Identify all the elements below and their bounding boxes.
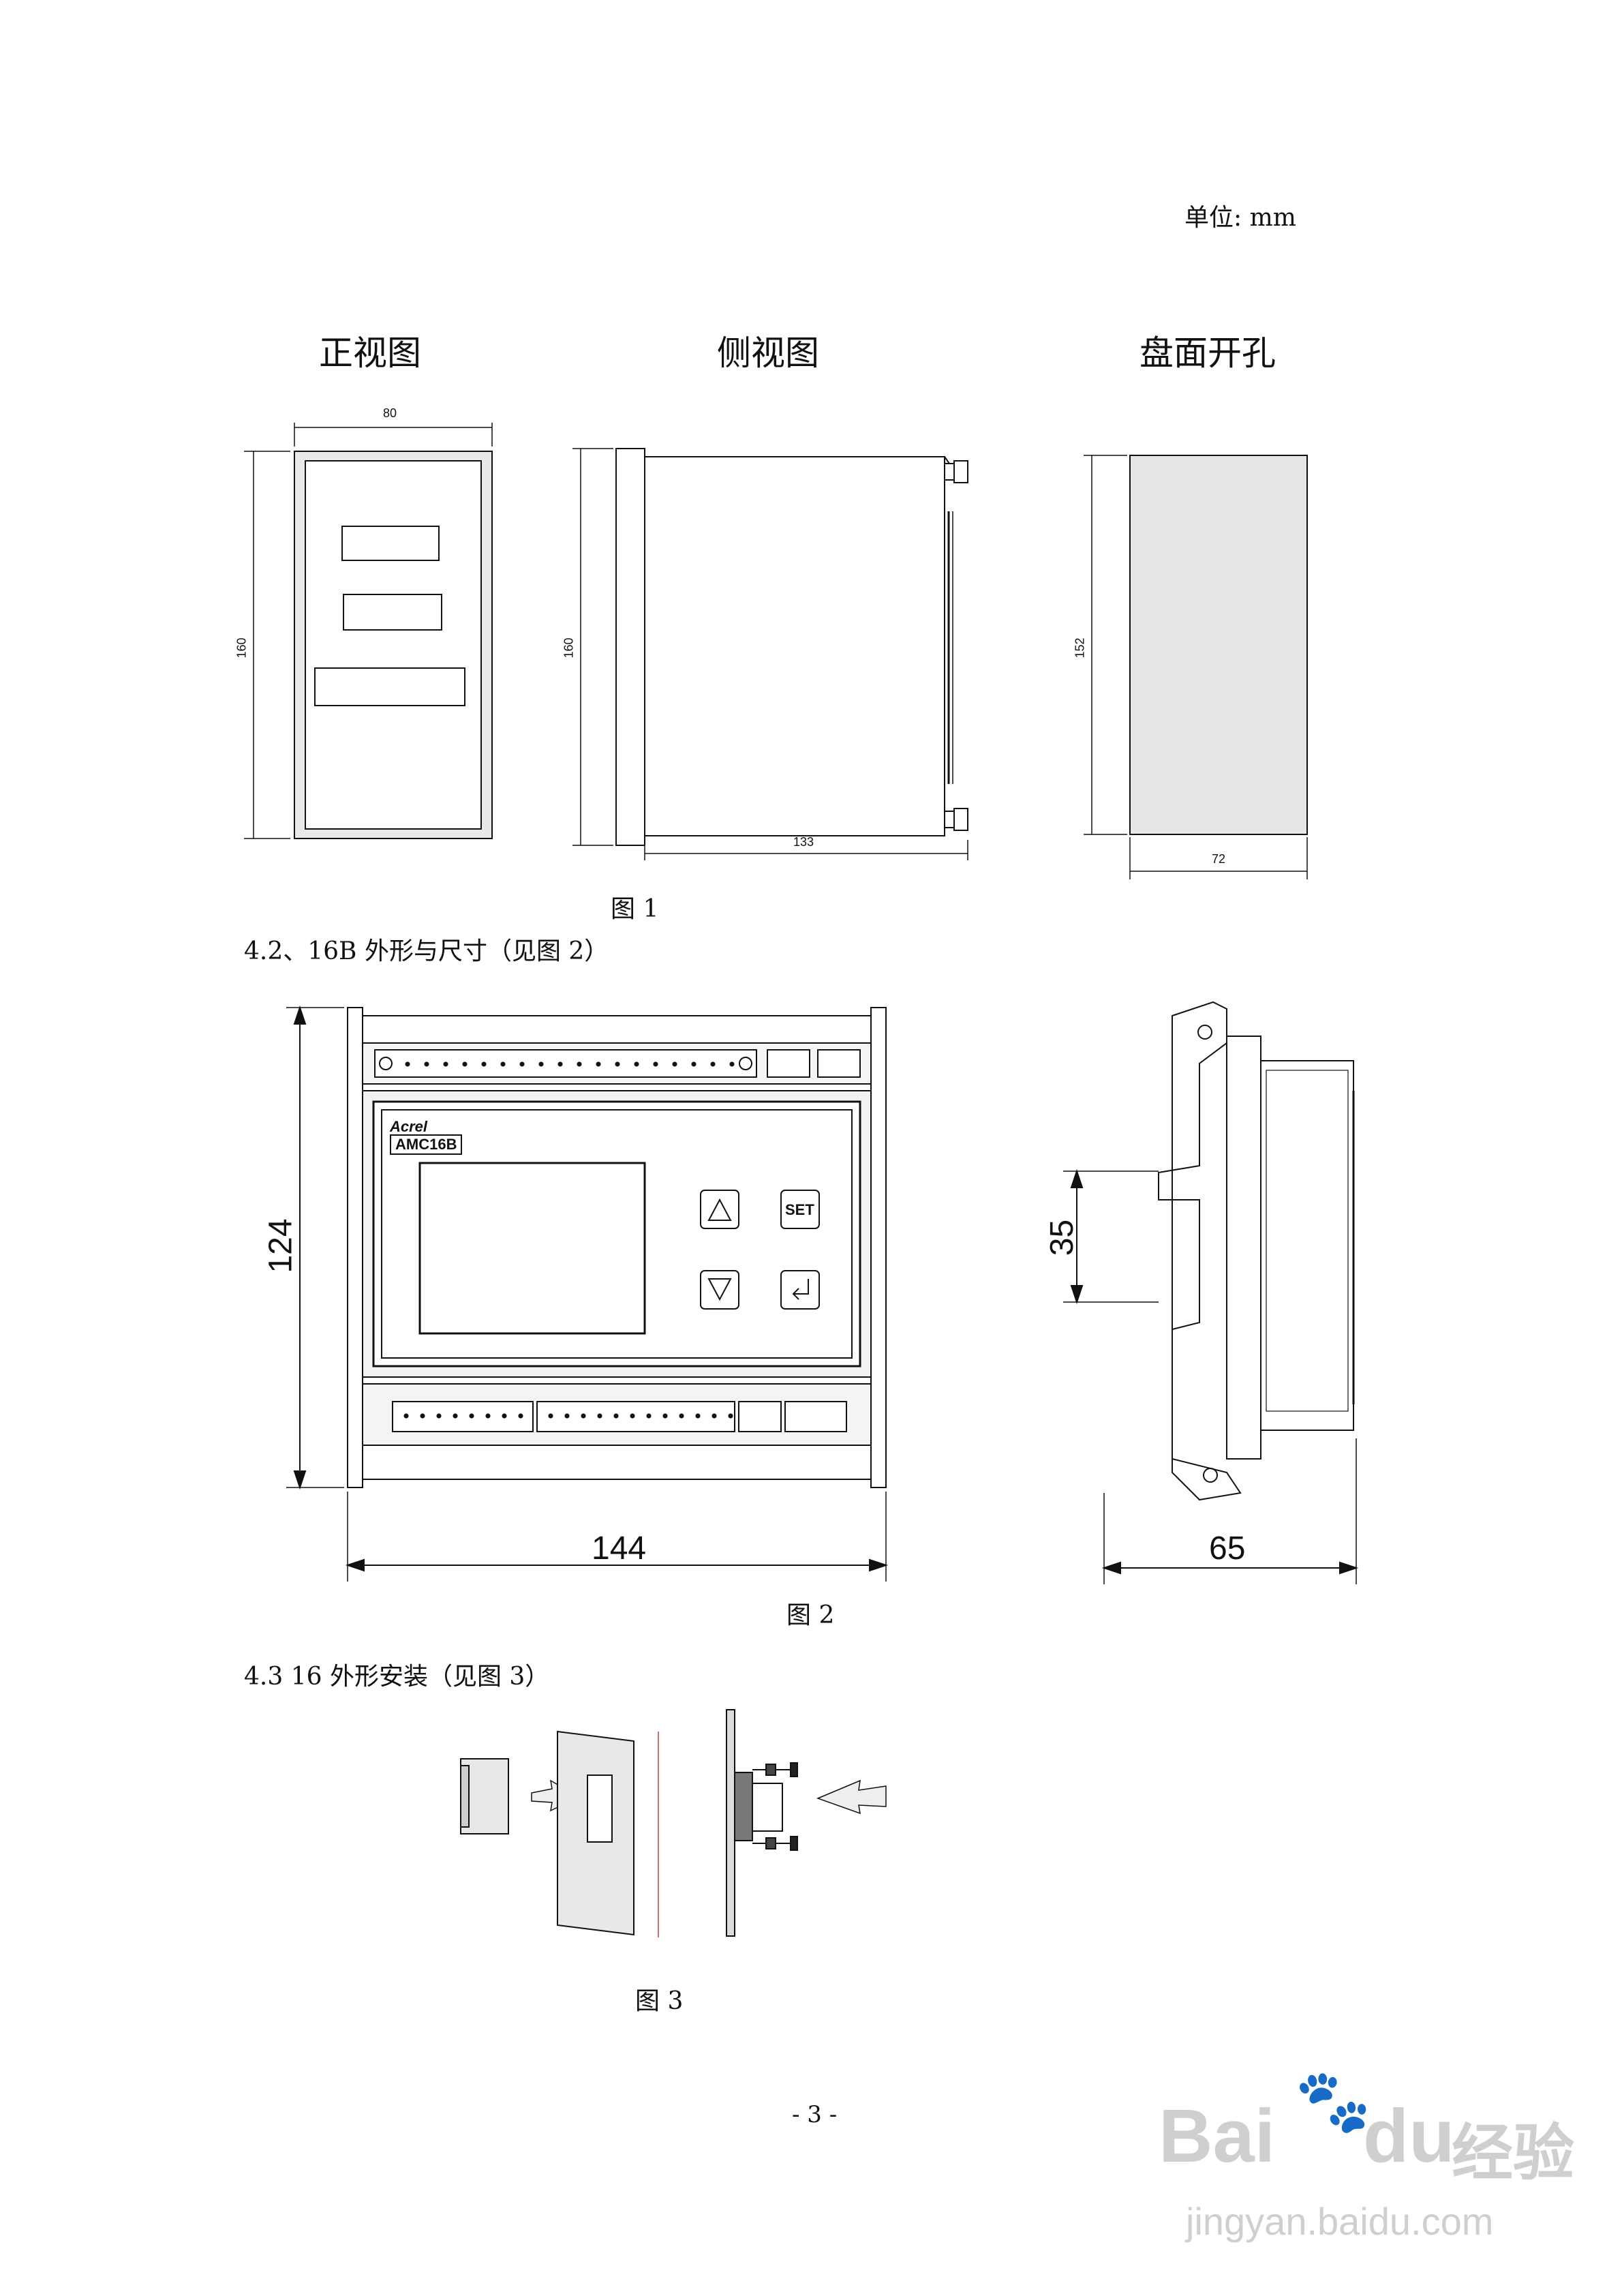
fig2-depth-dim: 65	[1209, 1530, 1246, 1567]
model-label: AMC16B	[390, 1134, 463, 1155]
baidu-watermark: Bai 🐾 du 经验 jingyan.baidu.com	[1159, 2066, 1595, 2270]
watermark-product: 经验	[1452, 2117, 1574, 2189]
cutout-view-title: 盘面开孔	[1139, 333, 1276, 373]
top-terminal-pins	[398, 1061, 746, 1068]
front-view-title: 正视图	[319, 333, 421, 373]
section-4-3-heading: 4.3 16 外形安装（见图 3）	[244, 1663, 550, 1691]
cutout-width-dim: 72	[1212, 852, 1226, 866]
paw-icon: 🐾	[1295, 2066, 1372, 2137]
bottom-terminal-pins-1	[398, 1413, 532, 1419]
watermark-brand: Bai	[1159, 2094, 1276, 2178]
unit-label: 单位: mm	[1184, 204, 1296, 232]
watermark-brand-2: du	[1363, 2094, 1455, 2178]
page-number: - 3 -	[792, 2101, 838, 2128]
figure-2-caption: 图 2	[786, 1601, 835, 1629]
figure-1-caption: 图 1	[611, 895, 659, 923]
watermark-url: jingyan.baidu.com	[1186, 2200, 1494, 2243]
front-width-dim: 80	[383, 406, 397, 420]
brand-logo: Acrel	[390, 1118, 428, 1135]
set-key-label: SET	[785, 1201, 814, 1218]
figure-3-caption: 图 3	[635, 1987, 684, 2015]
section-4-2-heading: 4.2、16B 外形与尺寸（见图 2）	[244, 937, 609, 965]
side-view-title: 侧视图	[717, 333, 819, 373]
side-depth-dim: 133	[793, 835, 814, 849]
bottom-terminal-pins-2	[542, 1413, 733, 1419]
fig2-width-dim: 144	[592, 1530, 647, 1567]
